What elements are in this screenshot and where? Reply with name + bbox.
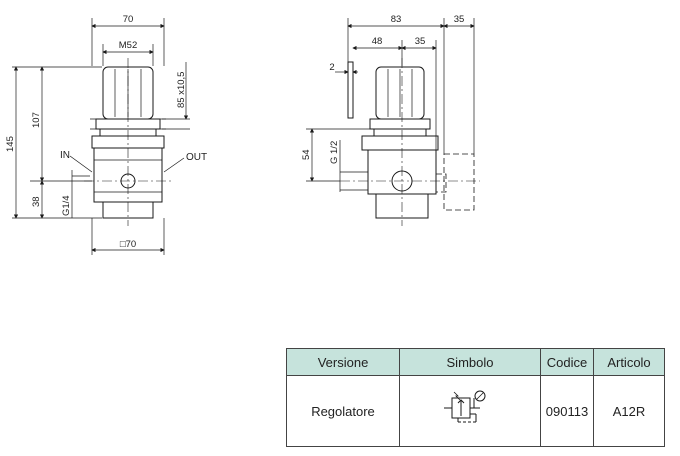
dim-height-107: 107 [31,112,42,128]
header-articolo: Articolo [593,348,665,376]
regulator-symbol-icon [444,390,486,422]
dim-height-38: 38 [31,196,42,207]
cell-simbolo [399,375,541,447]
spec-table: Versione Simbolo Codice Articolo Regolat… [286,348,665,447]
cell-versione: Regolatore [286,375,400,447]
side-view: 83 35 48 35 2 54 G 1/2 [301,14,480,226]
header-versione: Versione [286,348,400,376]
dim-square: □70 [120,239,136,250]
side-port-thread: G 1/2 [329,141,340,164]
header-simbolo: Simbolo [399,348,541,376]
front-port-thread: G1/4 [61,195,72,216]
label-out: OUT [186,152,207,163]
side-bonnet [361,135,439,151]
dim-side-35: 35 [415,36,426,47]
dim-side-54: 54 [301,149,312,160]
label-in: IN [60,150,70,161]
dim-total-height: 145 [5,136,16,152]
cell-codice: 090113 [540,375,594,447]
gauge-outline [443,153,475,211]
table-row: Regolatore 090113 A12R [286,375,665,447]
dim-panel: 85 x10,5 [176,72,187,108]
dim-side-48: 48 [372,36,383,47]
dim-front-width: 70 [123,14,134,25]
panel-plate [347,61,354,119]
header-codice: Codice [540,348,594,376]
cell-articolo: A12R [593,375,665,447]
dim-side-35-top: 35 [454,14,465,25]
table-header-row: Versione Simbolo Codice Articolo [286,348,665,376]
dim-side-83: 83 [391,14,402,25]
dim-thread: M52 [119,40,137,51]
front-view: 70 M52 85 x10,5 145 107 38 G1/4 IN OUT [5,14,207,255]
dim-side-2: 2 [329,62,334,73]
